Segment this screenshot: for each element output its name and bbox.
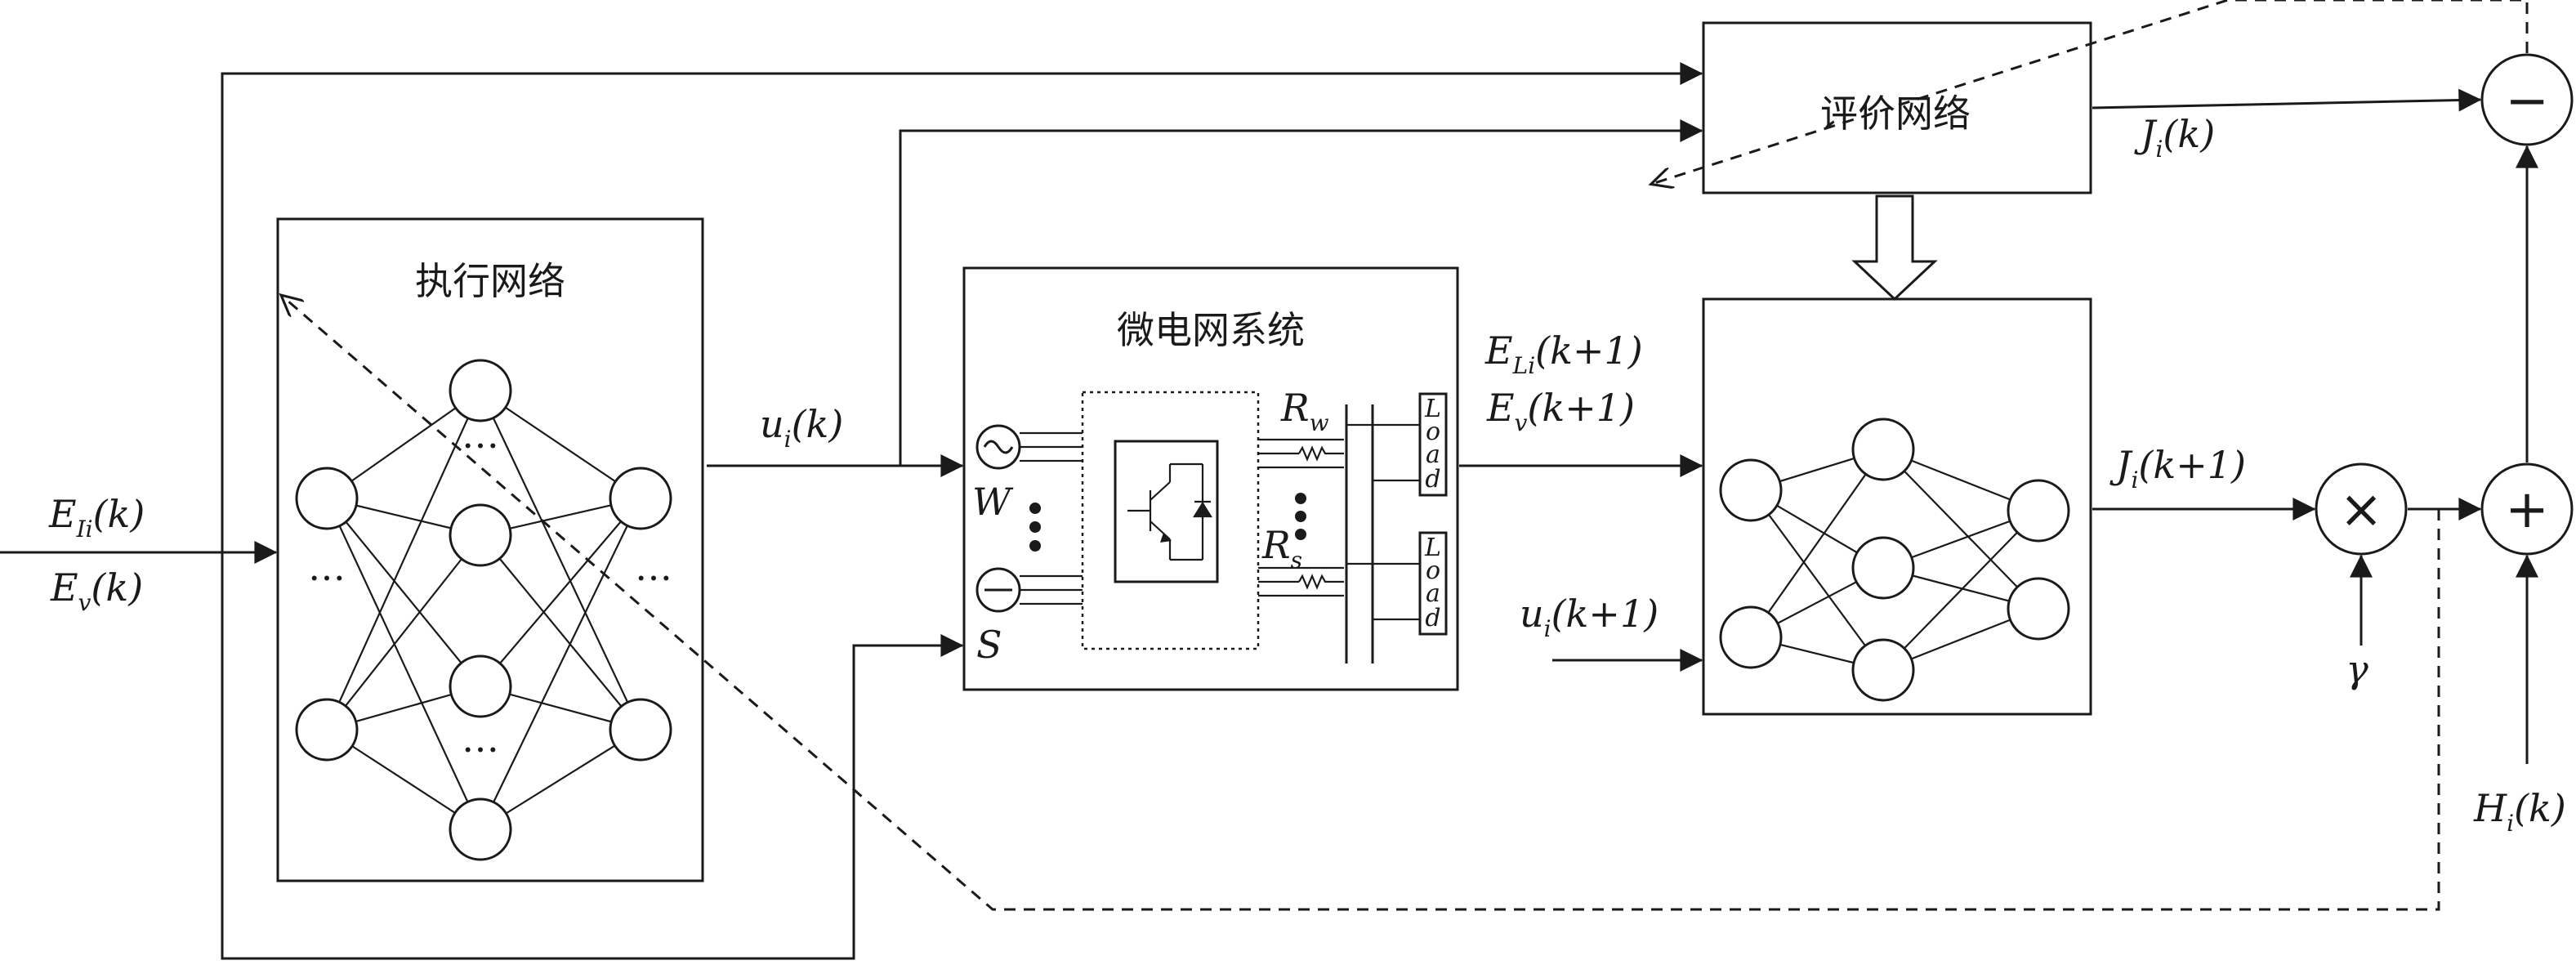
actor-hidden-node	[449, 359, 512, 422]
label-ev-input: Ev(k)	[50, 565, 143, 616]
model-output-node	[2007, 577, 2070, 641]
plus-operator	[2480, 462, 2574, 556]
critic-network-box	[1702, 21, 2092, 194]
ellipsis: …	[308, 545, 346, 589]
resistor-w-label: Rw	[1280, 386, 1329, 436]
arrow-action-to-critic	[899, 119, 1703, 466]
label-next-eli: ELi(k+1)	[1484, 328, 1643, 379]
load-letter: a	[1426, 579, 1440, 608]
model-input-node	[1719, 605, 1783, 669]
model-neural-net	[1719, 418, 2070, 702]
load-letter: o	[1426, 556, 1440, 585]
minus-operator	[2480, 53, 2574, 146]
hollow-down-arrow	[1851, 194, 1938, 302]
model-input-node	[1719, 458, 1783, 522]
source-w-label: W	[972, 480, 1014, 524]
model-hidden-node	[1851, 536, 1915, 600]
minus-sign: −	[2505, 71, 2549, 132]
model-output-node	[2007, 479, 2070, 543]
label-h: Hi(k)	[2473, 786, 2566, 837]
resistor-icon	[1298, 574, 1344, 590]
dashed-error-to-critic	[1652, 0, 2529, 184]
load-icon	[1418, 392, 1448, 497]
vertical-ellipsis-icon	[1029, 503, 1041, 552]
arrow-state-to-microgrid	[221, 552, 964, 960]
igbt-icon	[1114, 440, 1219, 583]
label-next-ev: Ev(k+1)	[1486, 386, 1635, 436]
resistor-s-label: Rs	[1261, 523, 1302, 574]
label-j-next: Ji(k+1)	[2109, 443, 2246, 494]
arrow-critic-to-minus	[2092, 88, 2482, 112]
source-s-label: S	[976, 623, 1002, 667]
label-j-now: Ji(k)	[2134, 112, 2215, 163]
critic-network-title: 评价网络	[1820, 92, 1971, 136]
label-u-out: ui(k)	[760, 402, 843, 453]
ellipsis: …	[635, 545, 672, 589]
label-e-input: EIi(k)	[48, 492, 145, 543]
actor-output-node	[609, 698, 672, 762]
actor-hidden-node	[449, 655, 512, 718]
label-u-next: ui(k+1)	[1520, 592, 1659, 642]
plus-sign: +	[2505, 480, 2549, 540]
actor-output-node	[609, 467, 672, 530]
times-operator	[2315, 462, 2408, 556]
times-sign: ×	[2339, 480, 2383, 540]
dashed-feedback-to-actor	[282, 296, 2440, 911]
actor-neural-net: … … … …	[295, 359, 672, 861]
actor-input-node	[295, 467, 359, 530]
actor-hidden-node	[449, 503, 512, 567]
load-letter: d	[1425, 604, 1440, 632]
ac-wave	[983, 440, 1014, 454]
load-letter: o	[1426, 418, 1440, 446]
load-letter: L	[1424, 395, 1441, 423]
vertical-ellipsis-icon	[1295, 493, 1306, 540]
actor-network-title: 执行网络	[415, 259, 565, 303]
model-hidden-node	[1851, 418, 1915, 481]
actor-hidden-node	[449, 797, 512, 861]
arrow-state-to-critic	[221, 62, 1703, 552]
converter-box	[1081, 391, 1260, 650]
resistor-icon	[1298, 445, 1344, 462]
load-letter: a	[1426, 440, 1440, 469]
ellipsis: …	[462, 717, 499, 761]
load-icon	[1418, 531, 1448, 636]
model-hidden-node	[1851, 638, 1915, 702]
microgrid-title: 微电网系统	[1117, 308, 1305, 352]
actor-input-node	[295, 698, 359, 762]
microgrid-internals: W S	[972, 386, 1448, 667]
load-letter: d	[1425, 465, 1440, 494]
ellipsis: …	[462, 413, 499, 457]
label-gamma: γ	[2346, 647, 2368, 691]
load-letter: L	[1424, 534, 1441, 562]
